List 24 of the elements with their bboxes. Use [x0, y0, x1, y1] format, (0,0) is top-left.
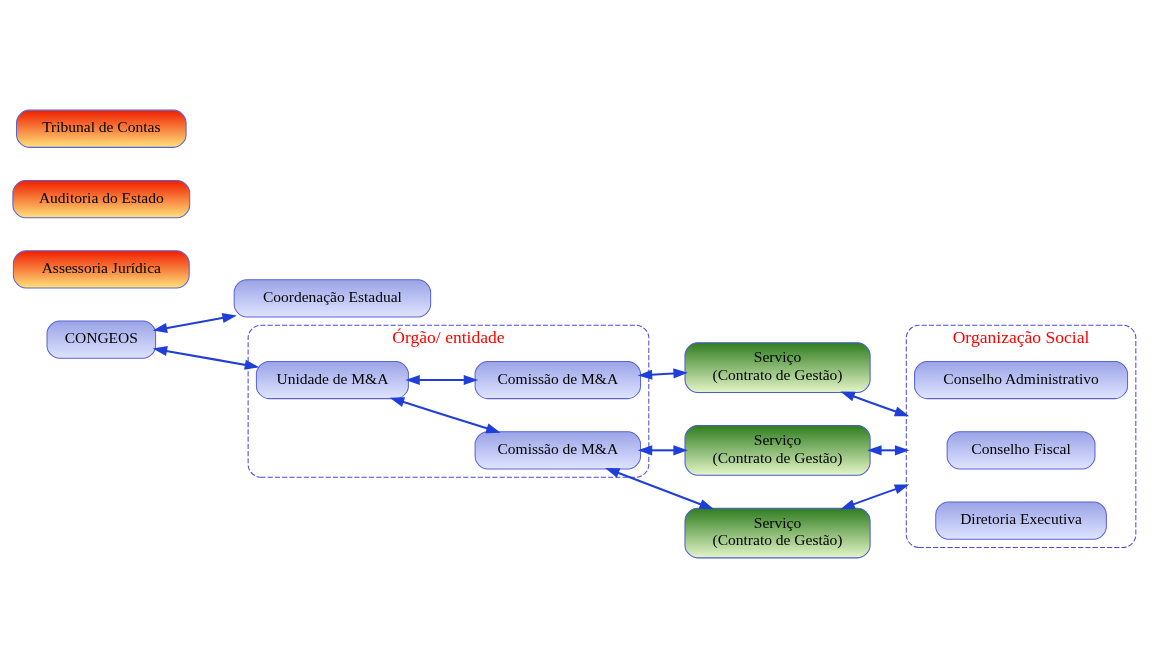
node-box: Comissão de M&A [474, 430, 642, 469]
node-box: Conselho Administrativo [914, 360, 1129, 399]
node-box: Unidade de M&A [255, 360, 409, 399]
arrow [637, 367, 688, 380]
node-box: Conselho Fiscal [946, 430, 1096, 469]
arrow [605, 467, 714, 509]
node-box: Serviço (Contrato de Gestão) [684, 424, 871, 476]
arrow [405, 374, 479, 385]
arrow [867, 444, 910, 455]
node-box: Coordenação Estadual [233, 278, 432, 317]
arrow [152, 345, 260, 370]
arrow [152, 312, 237, 333]
node-box: Auditoria do Estado [12, 179, 191, 218]
node-box: Serviço (Contrato de Gestão) [684, 507, 871, 558]
node-box: Tribunal de Contas [16, 109, 187, 148]
node-box: Serviço (Contrato de Gestão) [684, 341, 871, 393]
arrow [637, 444, 688, 455]
arrow [840, 483, 910, 509]
node-box: CONGEOS [46, 320, 157, 359]
node-box: Assessoria Jurídica [12, 249, 190, 288]
arrow [840, 390, 910, 416]
arrow [389, 396, 501, 433]
node-box: Diretoria Executiva [935, 501, 1107, 540]
node-box: Comissão de M&A [474, 360, 642, 399]
